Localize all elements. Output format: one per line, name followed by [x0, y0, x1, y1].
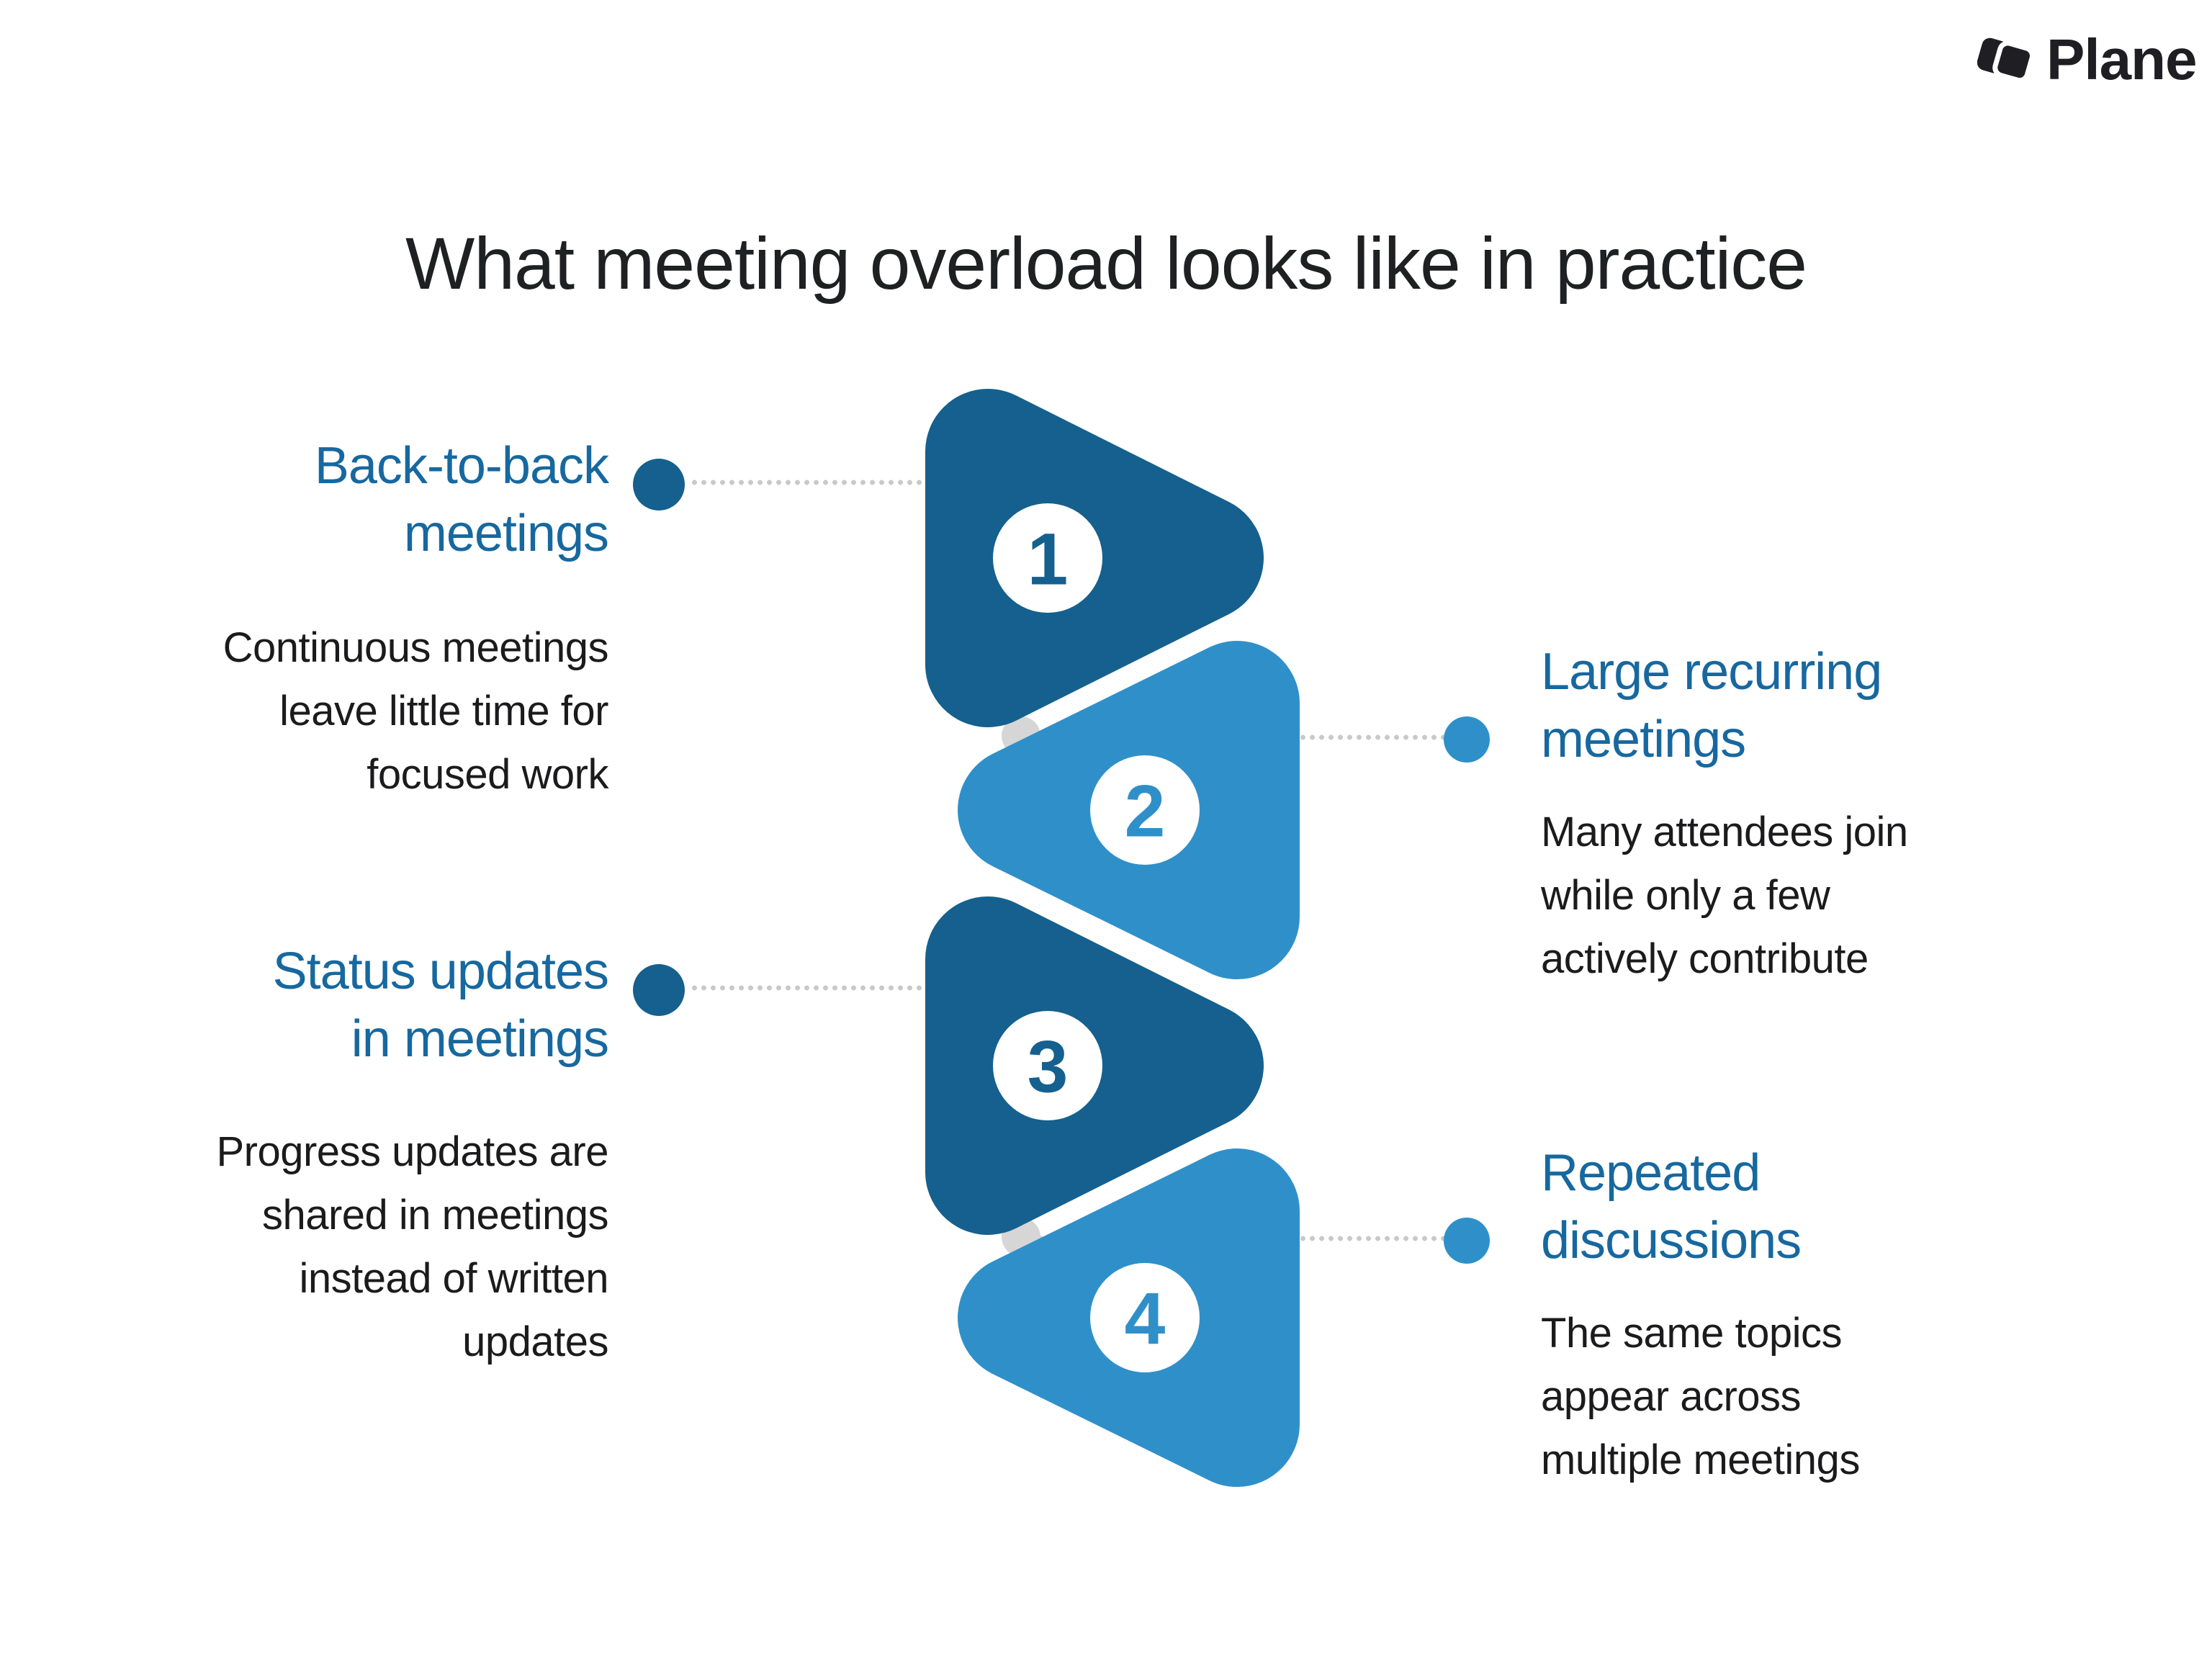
connector-line-3: [690, 985, 938, 991]
step-number-1: 1: [1028, 518, 1069, 601]
triangle-column: 1 2 3 4: [925, 389, 1300, 1487]
item-3-title: Status updates in meetings: [272, 943, 609, 1068]
step-circle-1: [993, 503, 1102, 613]
brand-logo: Plane: [1977, 27, 2197, 91]
item-2-title: Large recurring meetings: [1541, 643, 1882, 768]
connector-line-1: [690, 480, 938, 485]
brand-wordmark: Plane: [2046, 27, 2197, 91]
connector-dot-2: [1444, 716, 1490, 763]
item-1-title: Back-to-back meetings: [314, 437, 609, 562]
step-circle-2: [1090, 755, 1200, 865]
item-1-description: Continuous meetings leave little time fo…: [222, 624, 609, 798]
item-4-title: Repeated discussions: [1541, 1144, 1802, 1269]
step-circle-4: [1090, 1263, 1200, 1372]
connector-dot-3: [633, 964, 685, 1016]
step-number-2: 2: [1125, 770, 1166, 853]
connector-dot-1: [633, 459, 685, 511]
step-number-3: 3: [1028, 1026, 1069, 1108]
item-4-description: The same topics appear across multiple m…: [1541, 1310, 1860, 1483]
step-number-4: 4: [1125, 1278, 1166, 1360]
item-2-description: Many attendees join while only a few act…: [1541, 809, 1908, 982]
step-circle-3: [993, 1011, 1102, 1120]
plane-logo-front-blade: [1992, 40, 2035, 84]
plane-logo-icon: [1977, 37, 2035, 84]
connector-dot-4: [1444, 1218, 1490, 1264]
item-3-description: Progress updates are shared in meetings …: [216, 1128, 608, 1365]
page-title: What meeting overload looks like in prac…: [405, 222, 1807, 305]
